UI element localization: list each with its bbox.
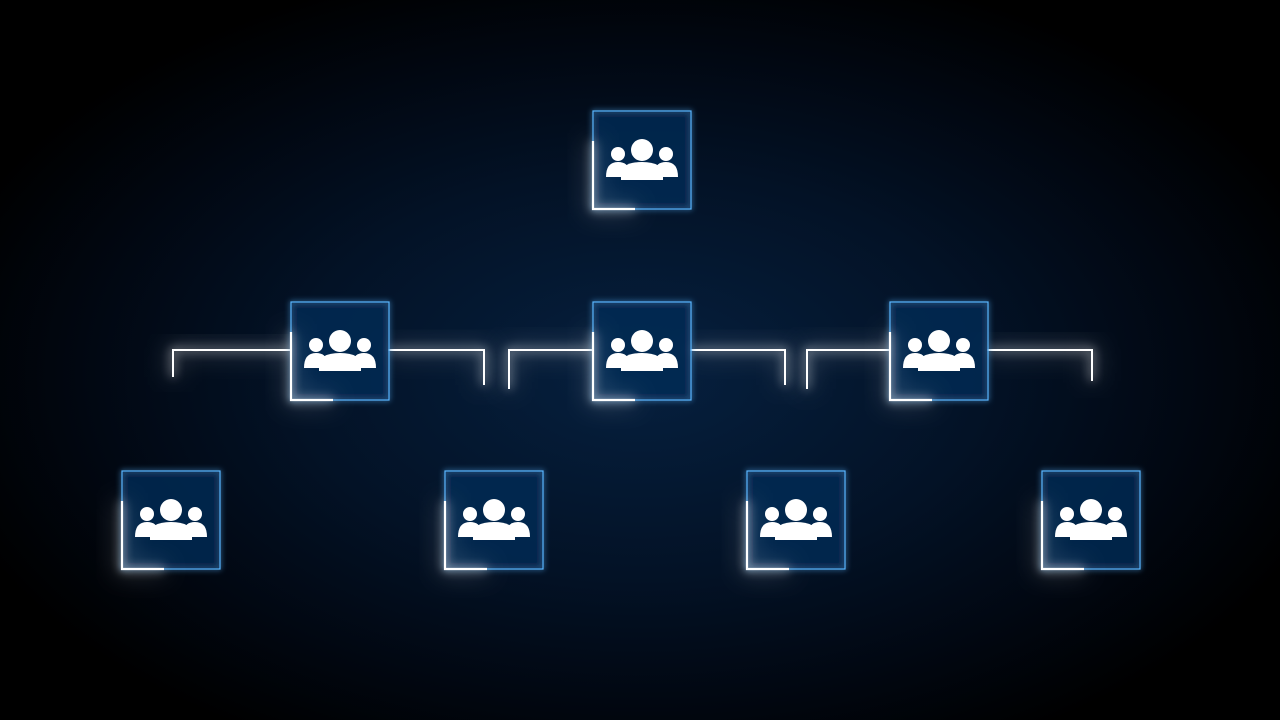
node-corner-highlight	[745, 501, 789, 571]
org-node-leaf-1	[120, 470, 221, 571]
node-corner-highlight	[289, 332, 333, 402]
node-corner-highlight	[888, 332, 932, 402]
connector-center-to-leaf-3-arm	[690, 349, 786, 385]
org-node-right	[888, 301, 989, 402]
org-node-root	[591, 110, 692, 211]
node-corner-highlight	[591, 141, 635, 211]
node-corner-highlight	[443, 501, 487, 571]
org-node-center	[591, 301, 692, 402]
org-node-leaf-3	[745, 470, 846, 571]
node-frame	[444, 470, 544, 570]
connector-right-to-leaf-3-arm	[806, 349, 891, 389]
connector-left-to-leaf-2-arm	[388, 349, 485, 385]
connector-lines	[172, 159, 1093, 472]
org-node-leaf-2	[443, 470, 544, 571]
connector-center-to-leaf-2-arm	[508, 349, 594, 389]
org-node-left	[289, 301, 390, 402]
org-node-leaf-4	[1040, 470, 1141, 571]
node-corner-highlight	[120, 501, 164, 571]
connector-left-to-leaf-1-arm	[172, 349, 292, 377]
node-corner-highlight	[1040, 501, 1084, 571]
connector-right-to-leaf-4-arm	[987, 349, 1093, 381]
org-nodes	[120, 110, 1141, 571]
node-corner-highlight	[591, 332, 635, 402]
